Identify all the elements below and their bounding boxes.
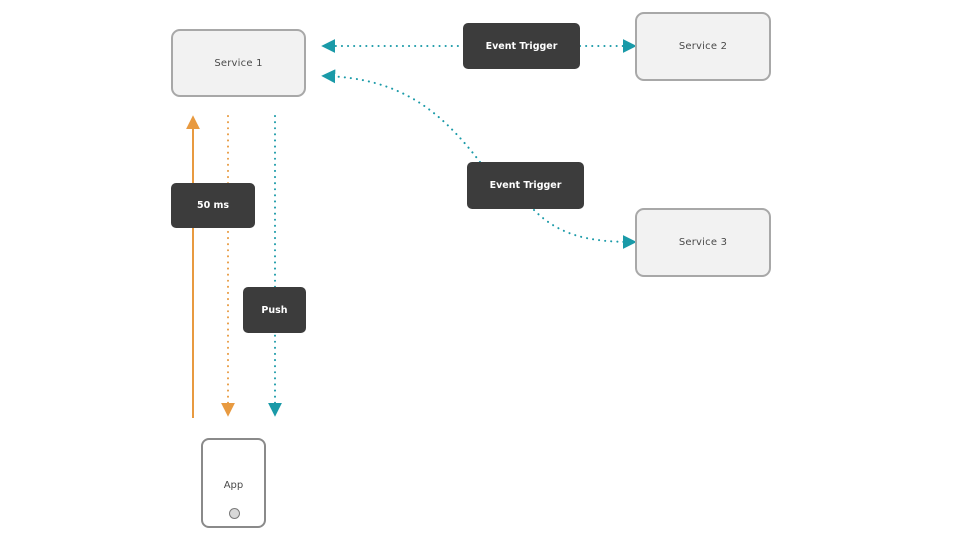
app-phone-node: App [201, 438, 266, 528]
home-button-icon [229, 508, 240, 519]
event-trigger-middle-label: Event Trigger [489, 180, 562, 191]
arrow-trigger2-to-service3 [533, 209, 637, 249]
push-box: Push [243, 287, 306, 333]
service-2-label: Service 2 [678, 41, 728, 52]
service-2-node: Service 2 [635, 12, 771, 81]
latency-box: 50 ms [171, 183, 255, 228]
app-label: App [223, 480, 244, 491]
service-1-label: Service 1 [214, 57, 263, 69]
push-label: Push [261, 304, 288, 316]
event-trigger-top-label: Event Trigger [485, 40, 558, 52]
service-3-node: Service 3 [635, 208, 771, 277]
arrow-trigger2-to-service1 [321, 69, 481, 163]
event-trigger-middle-box: Event Trigger [467, 162, 584, 209]
service-1-node: Service 1 [171, 29, 306, 97]
latency-label: 50 ms [196, 200, 230, 211]
event-trigger-top-box: Event Trigger [463, 23, 580, 69]
service-3-label: Service 3 [678, 237, 728, 248]
